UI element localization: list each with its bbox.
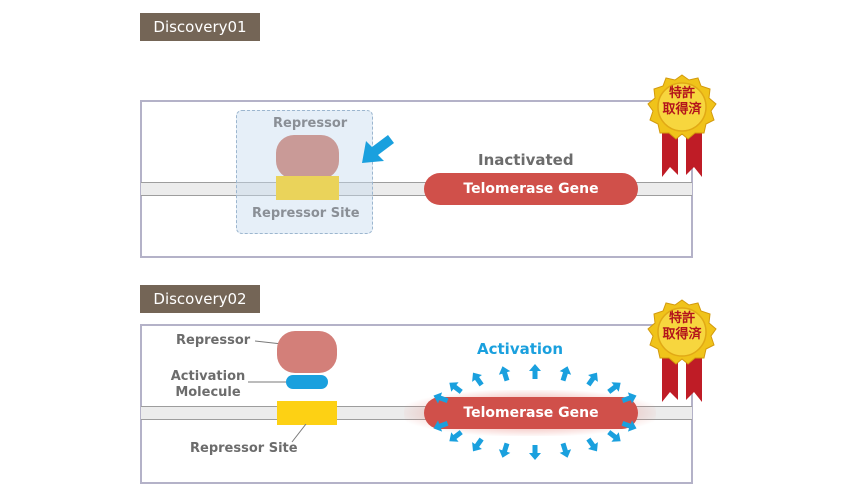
activation-arrow-icon: [449, 430, 463, 442]
discovery01-tag: Discovery01: [140, 13, 260, 41]
repressor-site-leader-line: [291, 424, 307, 443]
patent-badge2-line1: 特許: [668, 311, 695, 326]
activation-molecule-label: Activation Molecule: [169, 369, 247, 401]
activation-molecule-shape: [286, 375, 328, 389]
patent-badge-text-1: 特許 取得済: [650, 86, 714, 118]
telomerase-gene-label-2: Telomerase Gene: [463, 405, 599, 421]
activation-arrow-icon: [472, 437, 484, 452]
patent-badge-1: [647, 74, 717, 177]
patent-badge-2: [647, 299, 717, 402]
activation-arrow-icon: [449, 382, 463, 394]
repressor-shape-2: [277, 331, 337, 373]
activation-arrow-icon: [472, 372, 484, 387]
activation-rays: [433, 364, 637, 460]
activation-arrow-icon: [433, 420, 449, 432]
activation-arrow-icon: [529, 445, 541, 460]
repressor-site-1: [276, 176, 339, 200]
inactivated-label: Inactivated: [478, 151, 574, 169]
discovery01-tag-label: Discovery01: [153, 18, 247, 36]
patent-badge2-line2: 取得済: [662, 327, 702, 342]
repressor-label-1: Repressor: [273, 116, 348, 131]
activation-molecule-line1: Activation: [170, 369, 246, 384]
activation-arrow-icon: [586, 372, 598, 387]
pointer-arrow-icon: [362, 135, 394, 163]
activation-label: Activation: [477, 340, 564, 358]
activation-arrow-icon: [586, 437, 598, 452]
activation-molecule-leader-line: [248, 381, 286, 383]
activation-arrow-icon: [607, 430, 621, 442]
activation-arrow-icon: [498, 366, 511, 382]
telomerase-gene-2: Telomerase Gene: [424, 397, 638, 429]
patent-badge-line2: 取得済: [662, 102, 702, 117]
activation-arrow-icon: [621, 420, 637, 432]
activation-arrow-icon: [529, 364, 541, 379]
repressor-site-label-2: Repressor Site: [190, 441, 298, 456]
activation-arrow-icon: [559, 442, 572, 458]
activation-arrow-icon: [559, 366, 572, 382]
activation-arrow-icon: [498, 442, 511, 458]
activation-arrow-icon: [607, 382, 621, 394]
patent-badge-line1: 特許: [668, 86, 695, 101]
telomerase-gene-1: Telomerase Gene: [424, 173, 638, 205]
discovery02-tag-label: Discovery02: [153, 290, 247, 308]
repressor-label-2: Repressor: [176, 333, 251, 348]
activation-molecule-line2: Molecule: [175, 385, 241, 400]
patent-badge-text-2: 特許 取得済: [650, 311, 714, 343]
repressor-site-2: [277, 401, 337, 425]
activation-arrow-icon: [621, 392, 637, 404]
repressor-site-label-1: Repressor Site: [252, 206, 360, 221]
telomerase-gene-label-1: Telomerase Gene: [463, 181, 599, 197]
repressor-shape-1: [276, 135, 339, 179]
discovery02-tag: Discovery02: [140, 285, 260, 313]
activation-arrow-icon: [433, 392, 449, 404]
